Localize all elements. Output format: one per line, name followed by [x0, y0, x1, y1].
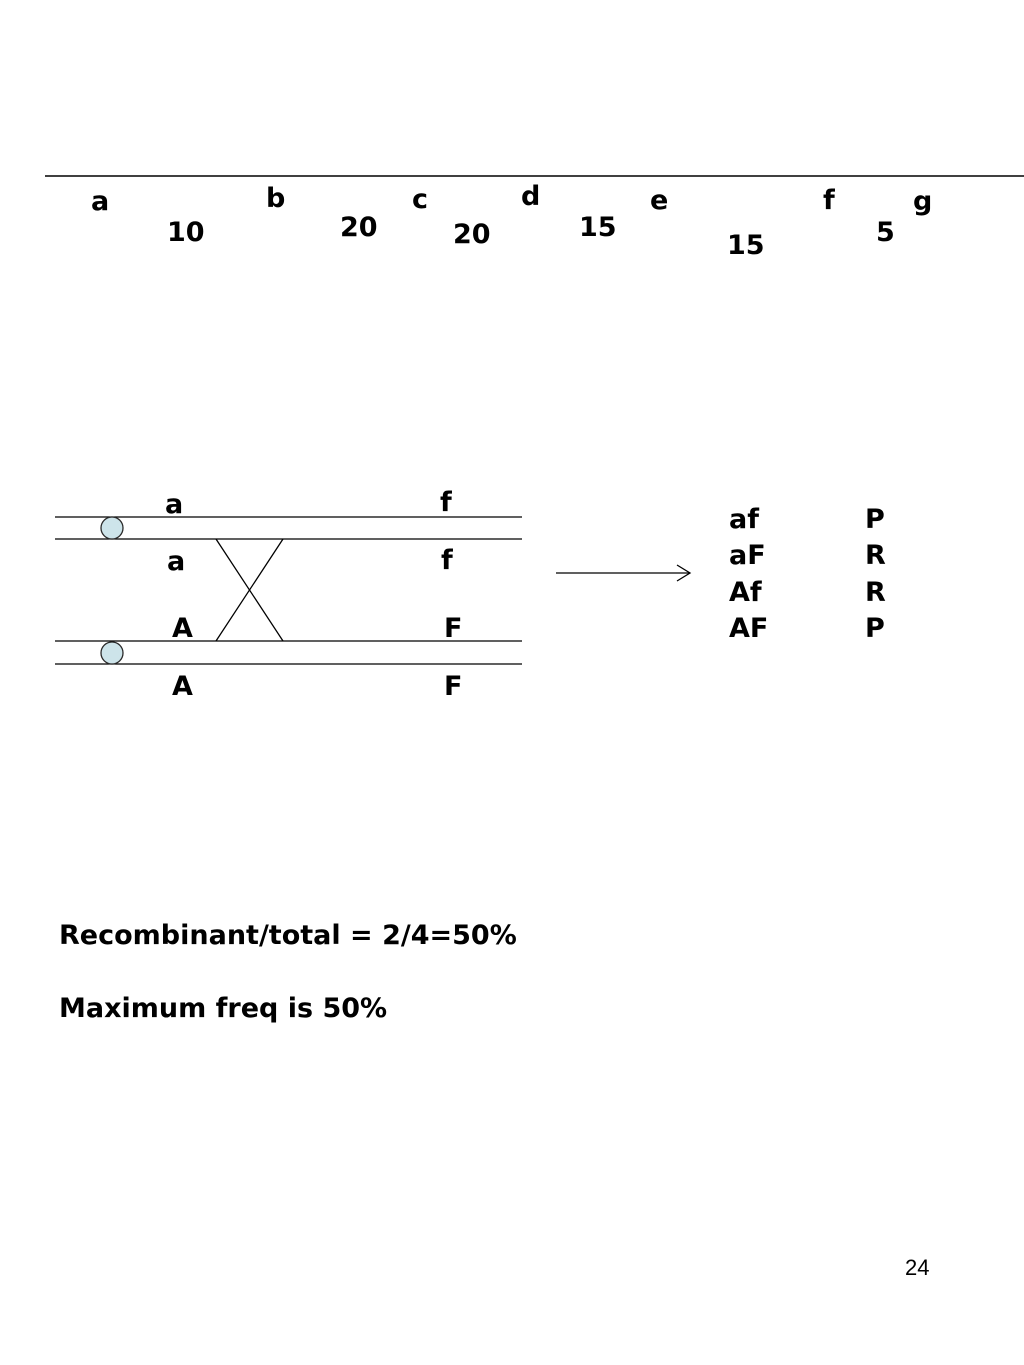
chrom-label-bottom-F: F [444, 671, 463, 702]
chrom-label-top-f: f [440, 487, 452, 518]
distance-f-g: 5 [876, 217, 895, 248]
gene-label-e: e [650, 185, 669, 216]
gene-label-a: a [91, 186, 110, 217]
gene-label-c: c [412, 184, 429, 215]
crossover-line-2 [215, 538, 284, 642]
centromere-lower [100, 641, 124, 665]
gene-label-b: b [266, 183, 286, 214]
chrom-label-bottom-A: A [172, 671, 193, 702]
gene-label-d: d [521, 181, 541, 212]
gene-label-f: f [823, 185, 835, 216]
gamete-type: R [865, 577, 886, 608]
gamete-type: P [865, 613, 885, 644]
gamete-genotype: AF [729, 613, 769, 644]
chrom-label-lower-A: A [172, 613, 193, 644]
chrom-label-top-a: a [165, 489, 184, 520]
recombinant-note: Recombinant/total = 2/4=50% [59, 920, 517, 951]
gamete-genotype: Af [729, 577, 762, 608]
gamete-type: P [865, 504, 885, 535]
gamete-genotype: aF [729, 540, 766, 571]
distance-a-b: 10 [167, 217, 205, 248]
gamete-type: R [865, 540, 886, 571]
centromere-upper [100, 516, 124, 540]
distance-c-d: 20 [453, 219, 491, 250]
maximum-note: Maximum freq is 50% [59, 993, 388, 1024]
arrow-head-icon [676, 564, 692, 582]
page-number: 24 [905, 1255, 930, 1280]
chrom-label-upper-a: a [167, 546, 186, 577]
distance-d-e: 15 [579, 212, 617, 243]
gene-label-g: g [913, 186, 933, 217]
gamete-genotype: af [729, 504, 759, 535]
chrom-label-lower-F: F [444, 613, 463, 644]
distance-e-f: 15 [727, 230, 765, 261]
chrom-label-upper-f: f [441, 545, 453, 576]
distance-b-c: 20 [340, 212, 378, 243]
